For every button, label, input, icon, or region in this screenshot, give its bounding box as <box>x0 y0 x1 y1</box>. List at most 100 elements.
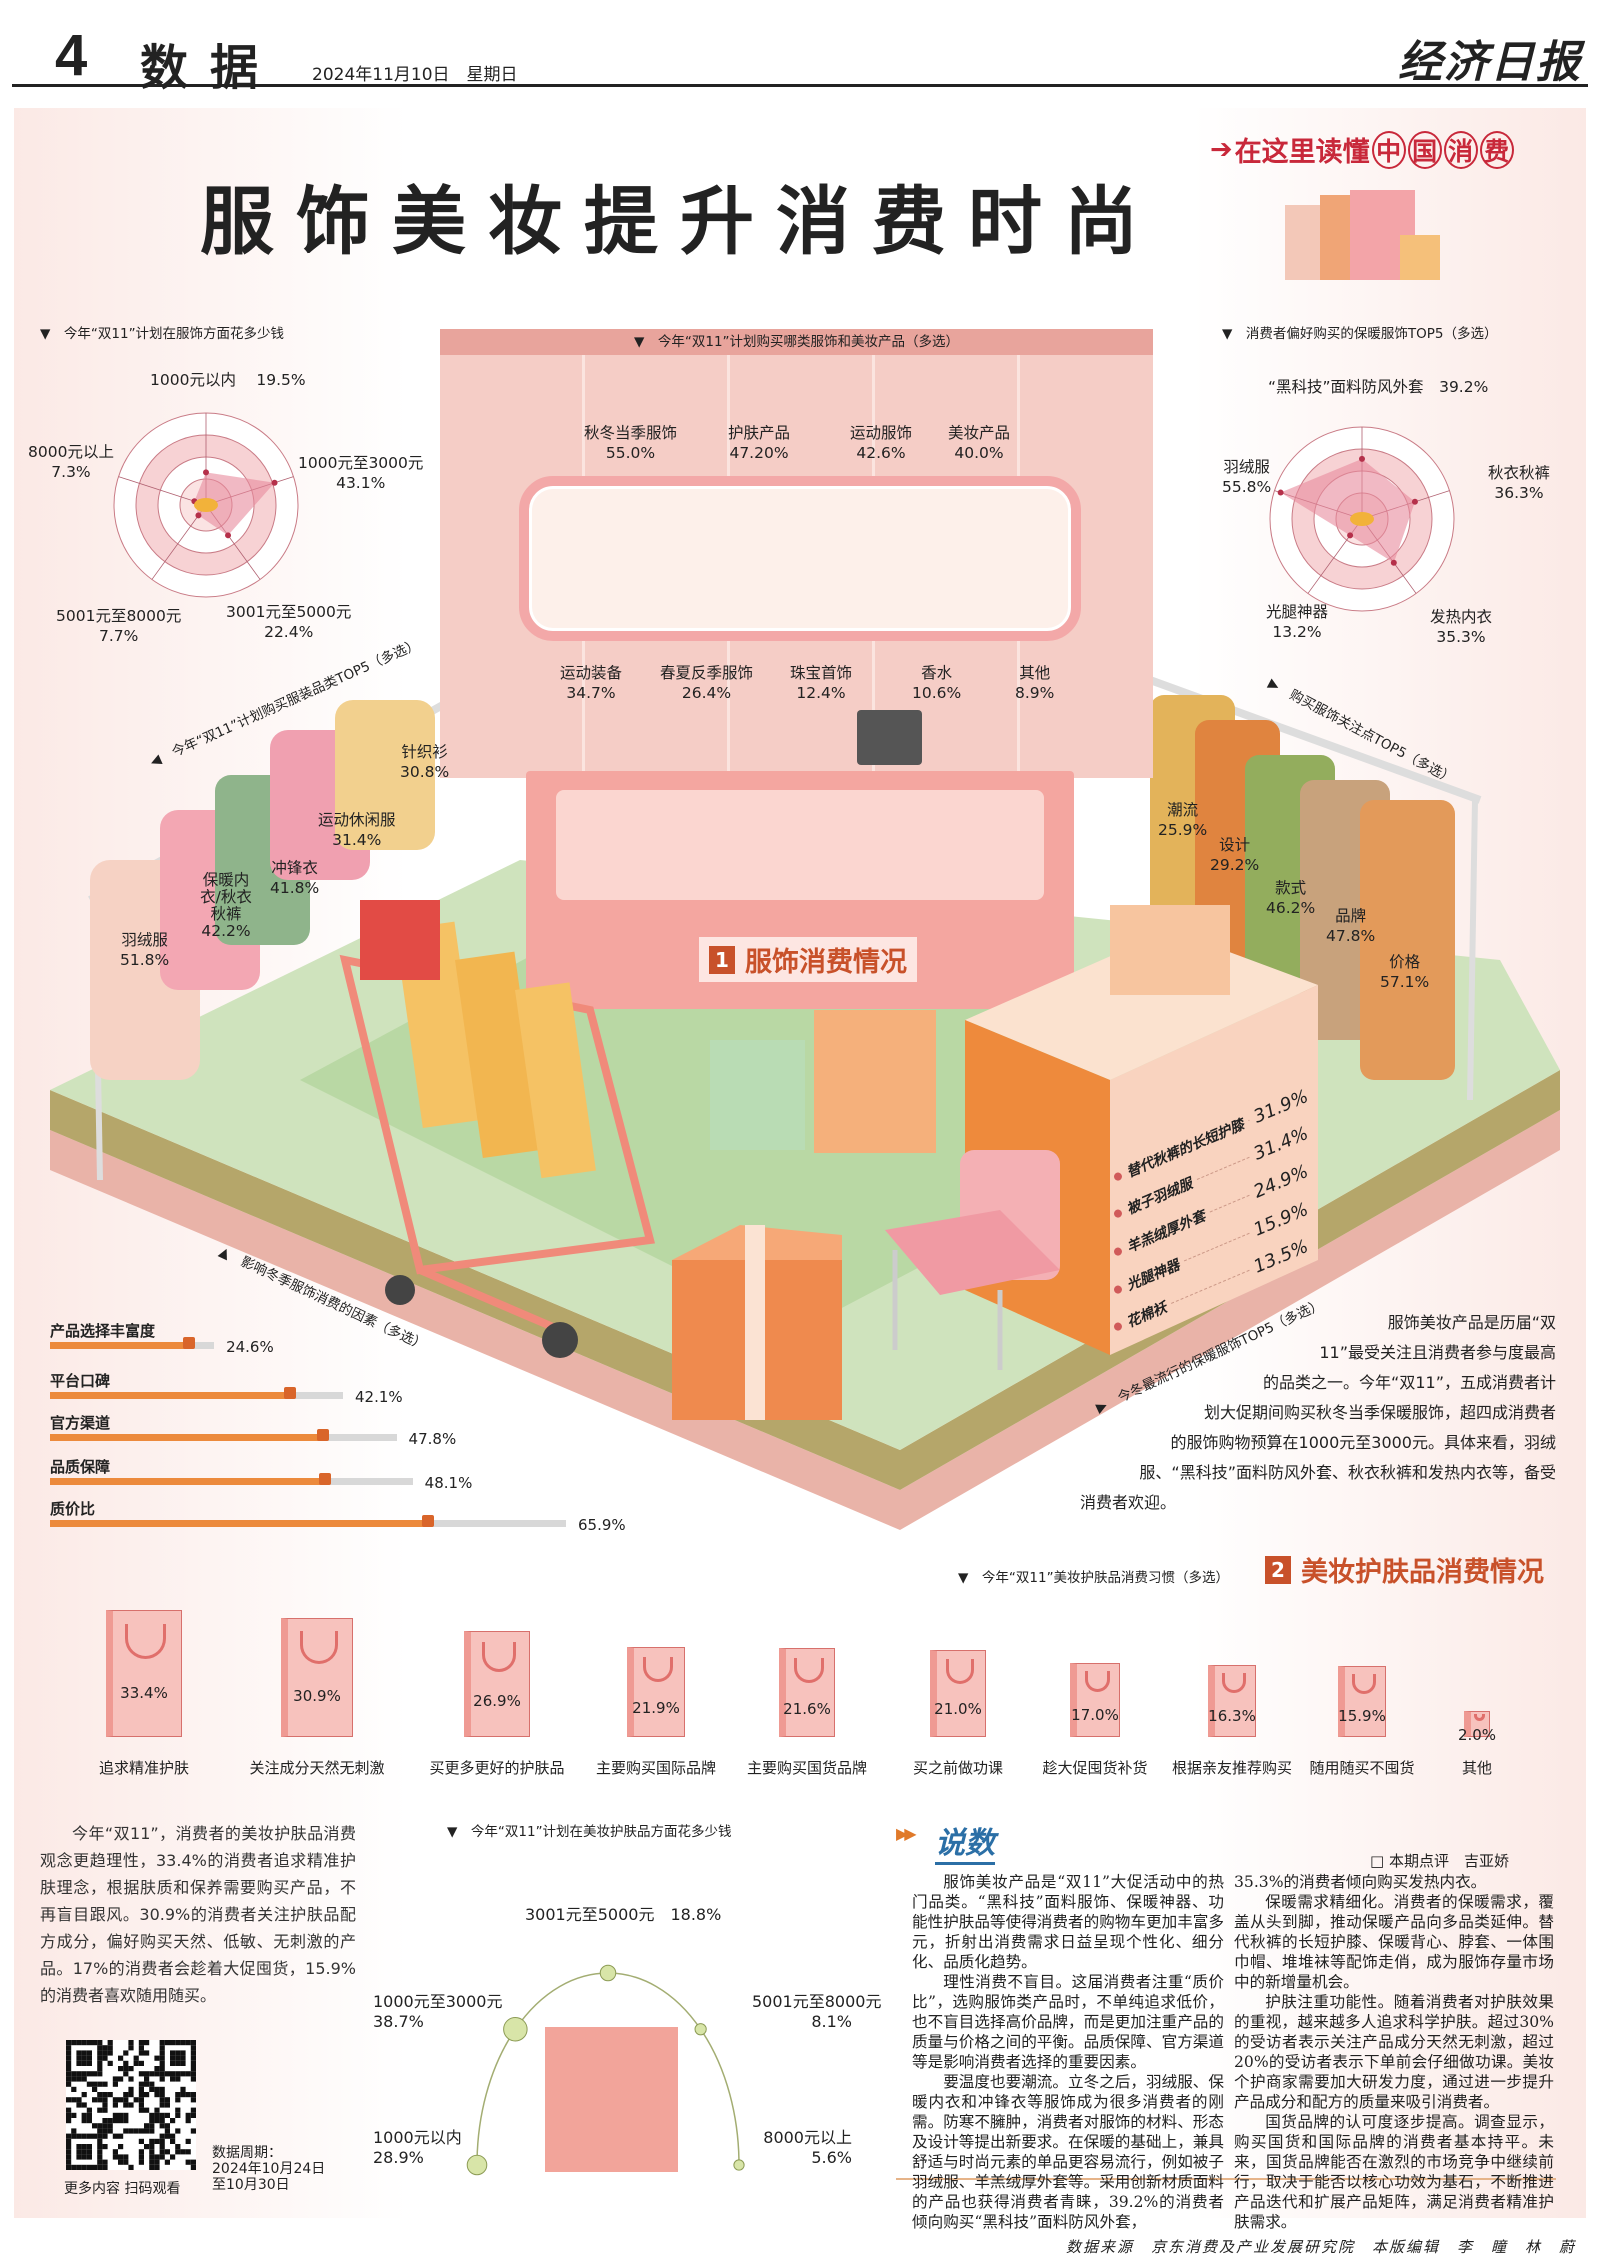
qr-module <box>107 2040 113 2046</box>
qr-module <box>190 2097 196 2103</box>
radar-point <box>1347 532 1354 539</box>
qr-module <box>123 2066 129 2072</box>
qr-module <box>128 2092 134 2098</box>
qr-module <box>81 2133 87 2139</box>
qr-module <box>81 2154 87 2160</box>
qr-module <box>175 2040 181 2046</box>
qr-module <box>81 2118 87 2124</box>
qr-module <box>97 2164 103 2170</box>
qr-module <box>170 2060 176 2066</box>
qr-module <box>102 2159 108 2165</box>
smile-icon <box>299 1630 338 1665</box>
qr-module <box>123 2112 129 2118</box>
qr-module <box>170 2071 176 2077</box>
qr-module <box>112 2097 118 2103</box>
qr-module <box>123 2118 129 2124</box>
qr-module <box>71 2086 77 2092</box>
qr-module <box>76 2149 82 2155</box>
qr-module <box>159 2118 165 2124</box>
intro-line: 11”最受关注且消费者参与度最高 <box>1319 1343 1556 1362</box>
qr-module <box>66 2040 72 2046</box>
factor-marker <box>422 1515 435 1527</box>
qr-module <box>180 2055 186 2061</box>
qr-module <box>112 2076 118 2082</box>
arrow-icon: ➔ <box>1210 134 1233 165</box>
qr-module <box>86 2071 92 2077</box>
qr-module <box>190 2107 196 2113</box>
factor-bar <box>50 1434 328 1441</box>
qr-module <box>159 2092 165 2098</box>
qr-module <box>185 2159 191 2165</box>
qr-module <box>175 2055 181 2061</box>
qr-module <box>175 2144 181 2150</box>
bag-value: 21.0% <box>934 1700 982 1719</box>
qr-module <box>112 2133 118 2139</box>
qr-caption: 更多内容 扫码观看 <box>64 2181 181 2197</box>
radar-label: “黑科技”面料防风外套 39.2% <box>1268 378 1489 396</box>
qr-module <box>185 2118 191 2124</box>
qr-module <box>97 2128 103 2134</box>
qr-module <box>180 2086 186 2092</box>
qr-module <box>149 2159 155 2165</box>
bullet-dot <box>1112 1283 1124 1295</box>
qr-module <box>81 2112 87 2118</box>
qr-module <box>112 2112 118 2118</box>
qr-module <box>112 2154 118 2160</box>
qr-module <box>190 2060 196 2066</box>
qr-module <box>180 2060 186 2066</box>
factor-marker <box>284 1387 297 1399</box>
qr-module <box>164 2159 170 2165</box>
bag-label: 主要购买国货品牌 <box>746 1759 867 1777</box>
qr-module <box>164 2040 170 2046</box>
qr-module <box>159 2123 165 2129</box>
qr-module <box>97 2055 103 2061</box>
radar-warm-clothing <box>1269 426 1455 612</box>
qr-module <box>170 2040 176 2046</box>
qr-module <box>76 2071 82 2077</box>
factor-value: 65.9% <box>577 1516 626 1534</box>
paragraph: 保暖需求精细化。消费者的保暖需求，覆盖从头到脚，推动保暖产品向多品类延伸。替代秋… <box>1234 1893 1554 1991</box>
qr-module <box>97 2149 103 2155</box>
bag-value: 21.6% <box>783 1699 831 1718</box>
qr-module <box>112 2149 118 2155</box>
issue-date: 2024年11月10日 星期日 <box>312 65 518 85</box>
paragraph-continued: 35.3%的消费者倾向购买发热内衣。 <box>1234 1873 1487 1891</box>
bag-value: 33.4% <box>120 1683 168 1702</box>
qr-module <box>97 2045 103 2051</box>
chart-title-purchase-categories: ▼ 今年“双11”计划购买哪类服饰和美妆产品（多选） <box>440 329 1153 355</box>
counter-window <box>556 790 1044 900</box>
qr-module <box>149 2112 155 2118</box>
qr-module <box>86 2050 92 2056</box>
qr-module <box>159 2149 165 2155</box>
qr-module <box>175 2092 181 2098</box>
qr-module <box>76 2076 82 2082</box>
qr-module <box>97 2092 103 2098</box>
qr-module <box>190 2045 196 2051</box>
shopping-bag <box>930 1649 986 1737</box>
qr-module <box>92 2071 98 2077</box>
qr-module <box>164 2149 170 2155</box>
radar-point <box>203 469 209 476</box>
radar-point <box>225 532 232 539</box>
qr-module <box>66 2055 72 2061</box>
radar-point <box>1411 498 1418 505</box>
qr-module <box>190 2164 196 2170</box>
data-period: 数据周期：2024年10月24日至10月30日 <box>212 2145 326 2193</box>
qr-module <box>112 2081 118 2087</box>
qr-module <box>185 2138 191 2144</box>
qr-module <box>190 2159 196 2165</box>
qr-module <box>71 2133 77 2139</box>
qr-code[interactable] <box>66 2040 196 2170</box>
qr-module <box>66 2071 72 2077</box>
paragraph: 理性消费不盲目。这届消费者注重“质价比”，选购服饰类产品时，不单纯追求低价，也不… <box>912 1973 1224 2071</box>
qr-module <box>102 2045 108 2051</box>
radar-label: 1000元以内 19.5% <box>150 371 306 389</box>
radar-point <box>195 512 202 519</box>
